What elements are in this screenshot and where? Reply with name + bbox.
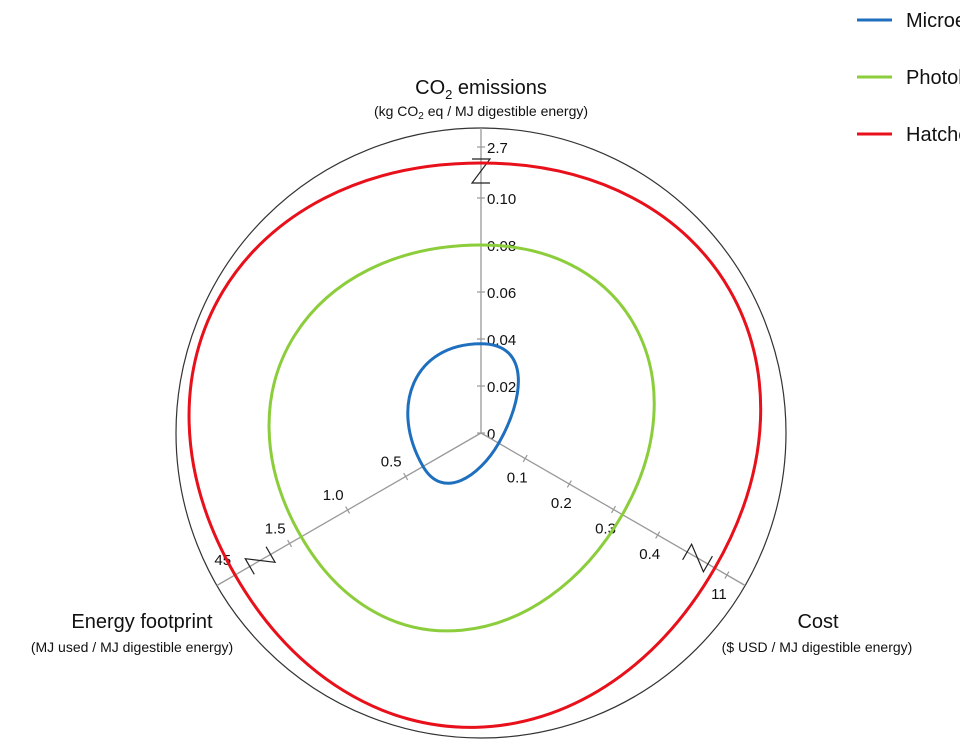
axis-title-co2-part: CO (415, 77, 445, 99)
tick-label-cost-tick (610, 505, 617, 514)
tick-label-cost-tick (522, 454, 528, 463)
axis-break-icon-co2 (470, 158, 492, 184)
tick-label-energy: 0.5 (381, 454, 402, 471)
series-curve-0 (406, 342, 520, 485)
axis-subtitle-co2-part: eq / MJ digestible energy) (424, 103, 588, 119)
axis-title-co2-sub: 2 (445, 87, 452, 102)
tick-label-energy-tick (403, 472, 409, 481)
tick-label-cost-tick (655, 531, 661, 539)
legend-label-2: Hatchery algae (906, 124, 960, 146)
axis-title-cost: Cost (797, 611, 839, 633)
axis-break-icon-cost (682, 542, 713, 574)
axis-subtitle-cost: ($ USD / MJ digestible energy) (722, 639, 913, 655)
legend-label-1: Photobioreactor algae (906, 67, 960, 89)
axis-line-energy (216, 432, 482, 587)
axis-subtitle-co2: (kg CO2 eq / MJ digestible energy) (374, 103, 588, 122)
legend-label-0: Microencapsulated diet (906, 10, 960, 32)
tick-label-cost-tick (566, 480, 572, 488)
axis-title-energy: Energy footprint (71, 611, 213, 633)
tick-label-cost: 0.1 (507, 470, 528, 487)
series-curve-1 (267, 243, 656, 633)
axis-subtitle-energy: (MJ used / MJ digestible energy) (31, 639, 233, 655)
tick-label-energy-tick (345, 506, 351, 514)
tick-label-energy: 1.5 (265, 521, 286, 538)
tick-label-co2: 0.10 (487, 191, 516, 208)
tick-label-co2: 0.06 (487, 285, 516, 302)
axis-title-co2: CO2 emissions (415, 77, 547, 102)
axis-subtitle-co2-part: (kg CO (374, 103, 418, 119)
tick-label-co2: 0.02 (487, 379, 516, 396)
tick-label-energy-tick (287, 539, 293, 548)
tick-label-energy: 1.0 (323, 487, 344, 504)
break-label-energy: 45 (214, 552, 231, 569)
break-label-cost-tick (724, 571, 730, 579)
series-curve-2 (187, 161, 763, 729)
tick-label-cost: 0.2 (551, 495, 572, 512)
axis-subtitle-co2-part: 2 (418, 111, 424, 122)
break-label-co2: 2.7 (487, 140, 508, 157)
tick-label-co2: 0 (487, 426, 495, 443)
axis-title-co2-rest: emissions (452, 77, 546, 99)
break-label-cost: 11 (711, 586, 727, 603)
tick-label-cost: 0.4 (639, 546, 660, 563)
axis-break-icon-energy (244, 546, 277, 575)
